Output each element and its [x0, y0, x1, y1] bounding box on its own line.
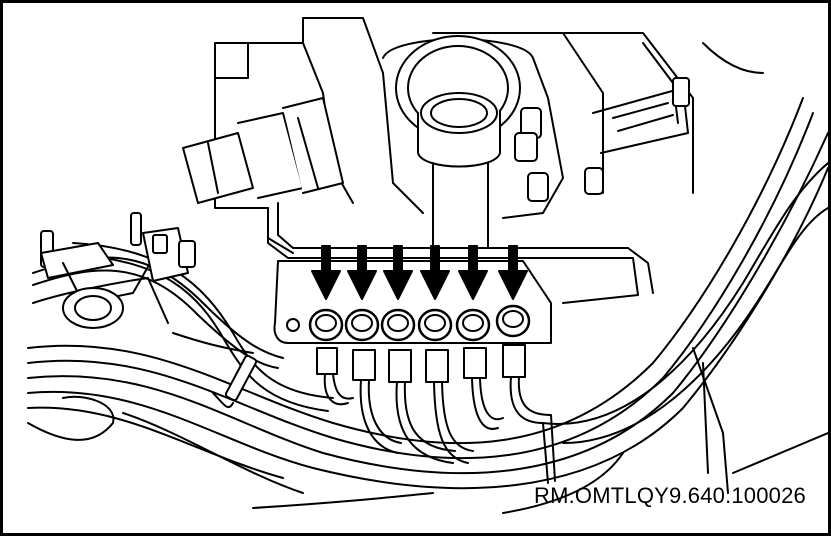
arrow-1 — [311, 245, 341, 300]
wire-harness — [27, 97, 828, 494]
cable-tie — [224, 354, 258, 402]
arrow-6 — [498, 245, 528, 300]
bolt-3 — [380, 308, 416, 342]
left-wiring — [32, 242, 334, 412]
arrow-3 — [383, 245, 413, 300]
arrow-5 — [458, 245, 488, 300]
figure-reference-code: RM.OMTLQY9.640.100026 — [533, 483, 806, 508]
bolt-2 — [344, 308, 380, 342]
bolt-4 — [417, 308, 453, 342]
bolt-1 — [308, 308, 344, 342]
support-rods — [267, 202, 654, 304]
terminal-wires — [323, 373, 556, 484]
bolt-6 — [495, 304, 531, 338]
bolt-row — [308, 304, 531, 342]
left-fittings — [27, 212, 254, 441]
side-cylinders — [182, 97, 344, 204]
indicator-arrows — [311, 245, 528, 300]
arrow-4 — [420, 245, 450, 300]
ring-fitting — [395, 35, 521, 249]
housing-bolts — [514, 107, 604, 202]
frame-lines — [252, 347, 828, 514]
terminal-connectors — [316, 344, 526, 383]
bracket-wiring-illustration — [27, 17, 828, 514]
bolt-5 — [455, 308, 491, 342]
arrow-2 — [347, 245, 377, 300]
